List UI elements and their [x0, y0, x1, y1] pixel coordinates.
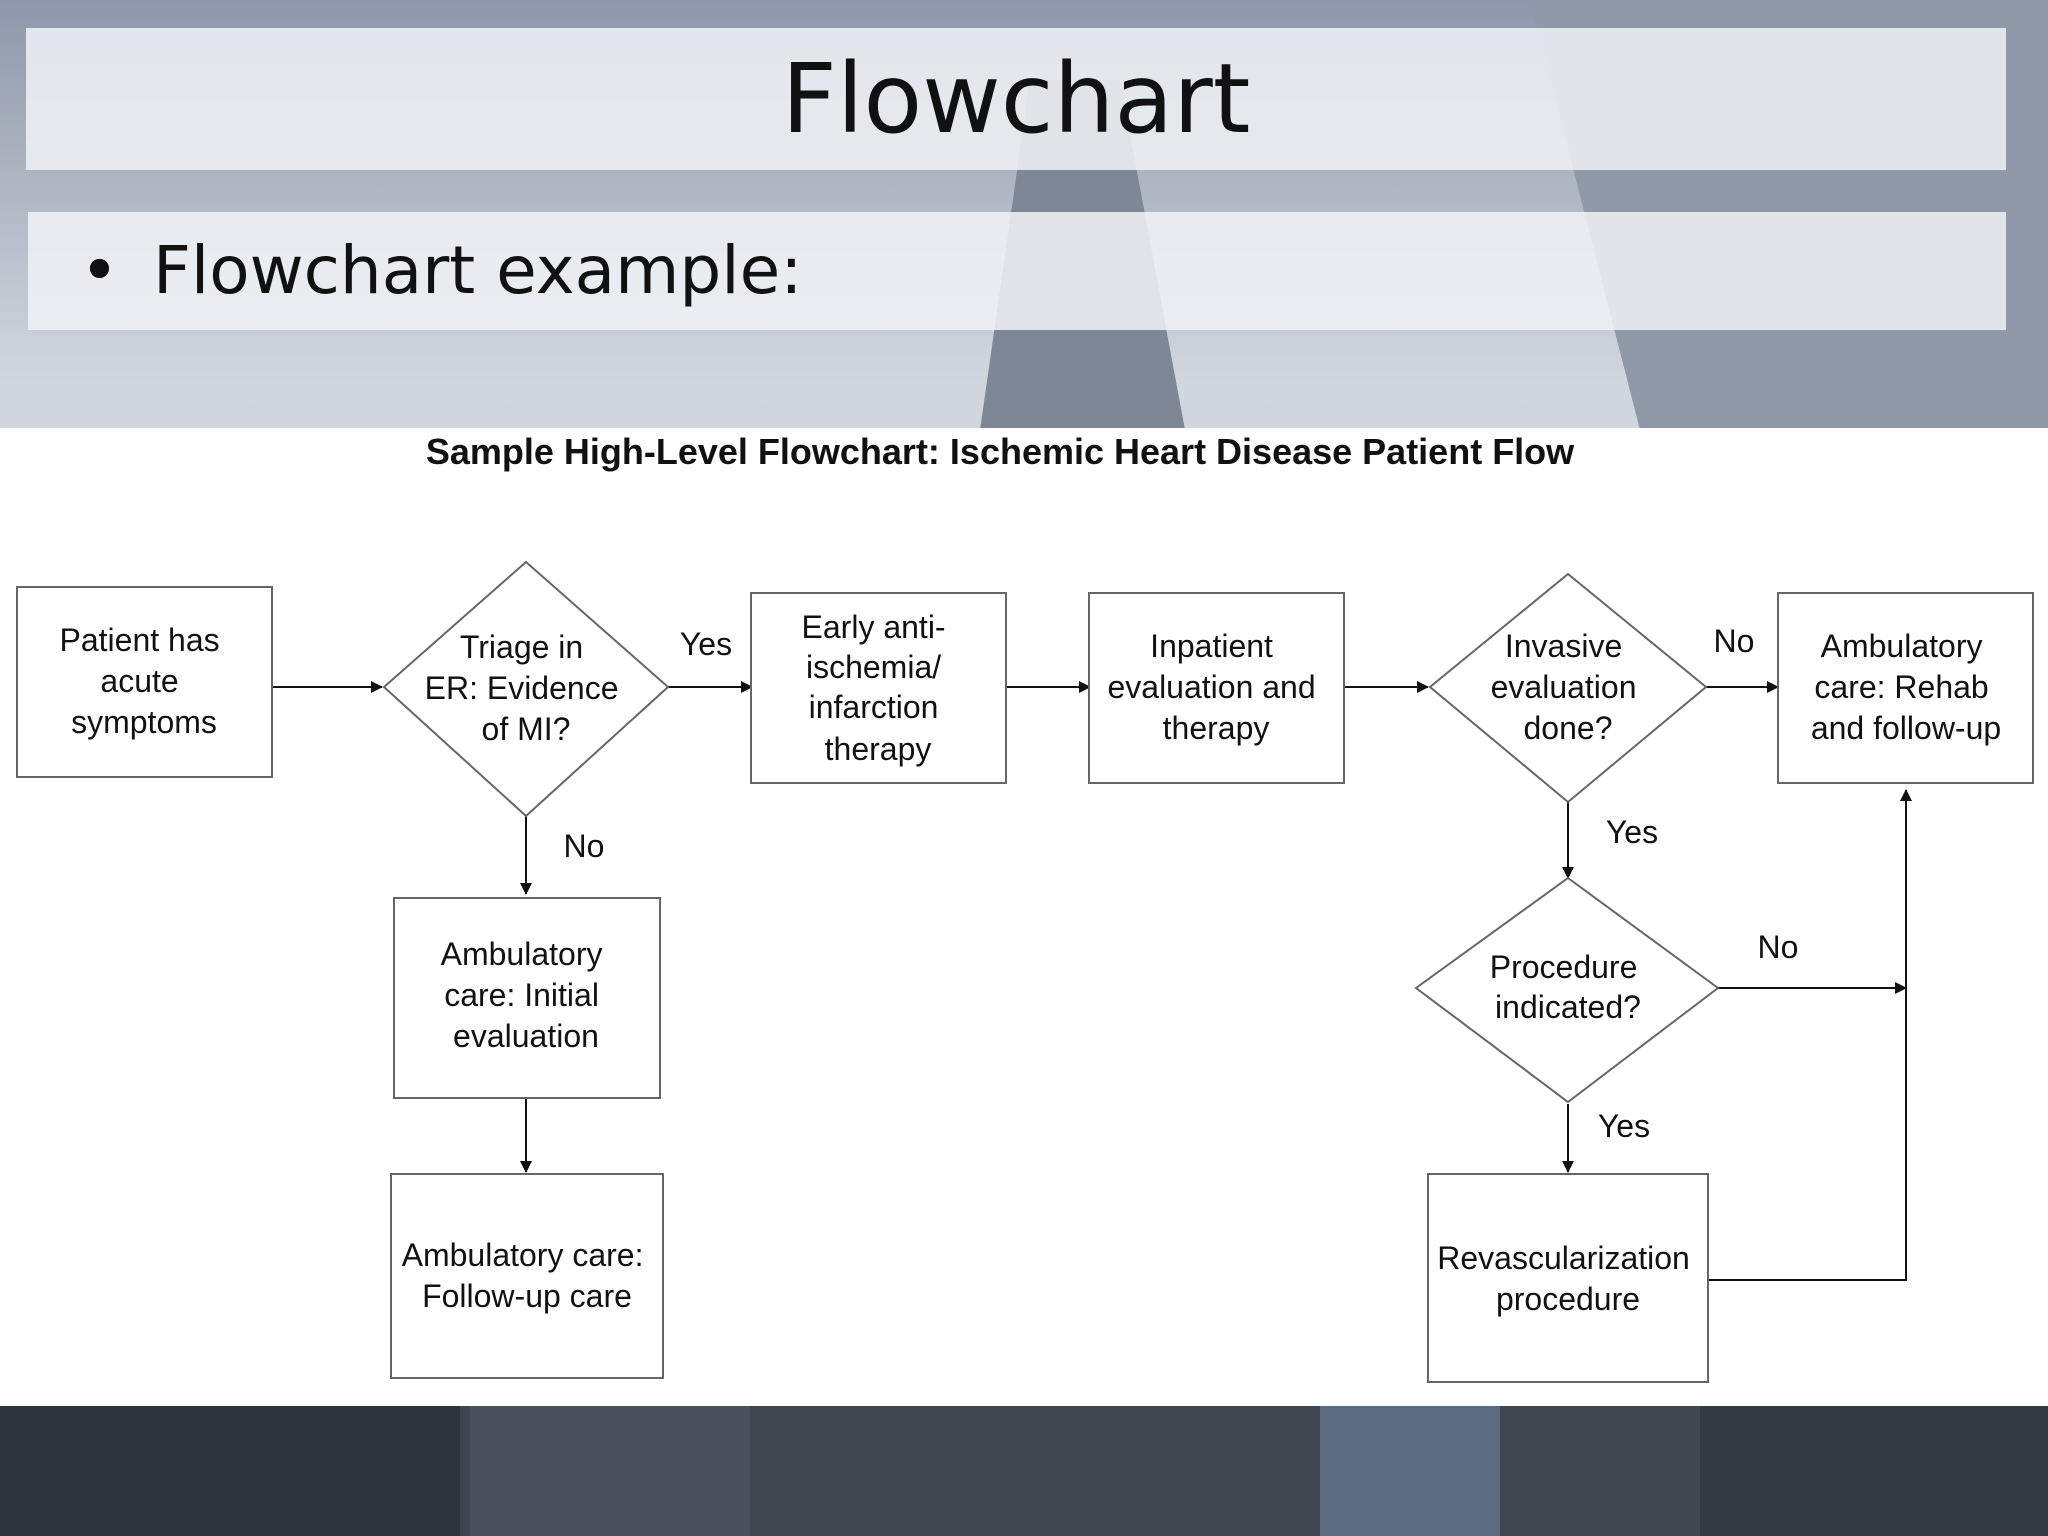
node-label: Ambulatory care: Follow-up care — [402, 1237, 653, 1314]
bullet-dot-icon: • — [80, 232, 119, 309]
edge-revasc-to-rehab — [1708, 789, 1912, 1281]
node-line: Invasive — [1505, 628, 1622, 664]
flowchart-panel: Sample High-Level Flowchart: Ischemic He… — [0, 428, 2048, 1406]
flowchart-diagram: Sample High-Level Flowchart: Ischemic He… — [16, 431, 2034, 1383]
edge-label-procedure-no: No — [1758, 929, 1799, 965]
node-line: Inpatient — [1150, 628, 1273, 664]
node-line: procedure — [1496, 1281, 1640, 1317]
node-label: Early anti- ischemia/ infarction therapy — [802, 609, 955, 767]
node-line: infarction — [809, 689, 939, 725]
edge-label-triage-yes: Yes — [680, 626, 732, 662]
node-inpatient: Inpatient evaluation and therapy — [1088, 592, 1345, 784]
node-line: Revascularization — [1437, 1240, 1690, 1276]
edge-label-triage-no: No — [564, 828, 605, 864]
connectors — [272, 681, 1912, 1281]
node-label: Ambulatory care: Initial evaluation — [441, 936, 612, 1054]
node-line: therapy — [1163, 710, 1270, 746]
decision-diamond — [1428, 572, 1708, 804]
node-line: ER: Evidence — [425, 670, 619, 706]
node-line: acute — [100, 663, 178, 699]
slide-title: Flowchart — [781, 43, 1251, 155]
process-box — [16, 586, 273, 778]
node-line: evaluation and — [1107, 669, 1315, 705]
node-line: and follow-up — [1811, 710, 2001, 746]
node-label: Ambulatory care: Rehab and follow-up — [1811, 628, 2001, 746]
process-box — [1427, 1173, 1709, 1383]
node-line: evaluation — [453, 1018, 599, 1054]
node-line: care: Initial — [444, 977, 599, 1013]
node-label: Triage in ER: Evidence of MI? — [425, 629, 628, 747]
node-revascularization: Revascularization procedure — [1427, 1173, 1709, 1383]
node-line: Ambulatory care: — [402, 1237, 644, 1273]
edge-label-invasive-yes: Yes — [1606, 814, 1658, 850]
process-box — [390, 1173, 664, 1379]
bullet-text: Flowchart example: — [152, 232, 803, 309]
node-ambulatory-rehab: Ambulatory care: Rehab and follow-up — [1777, 592, 2034, 784]
diagram-title: Sample High-Level Flowchart: Ischemic He… — [426, 431, 1575, 472]
node-early-therapy: Early anti- ischemia/ infarction therapy — [750, 592, 1007, 784]
node-line: ischemia/ — [806, 649, 941, 685]
node-triage: Triage in ER: Evidence of MI? — [382, 560, 670, 818]
title-banner: Flowchart — [26, 28, 2006, 170]
node-ambulatory-initial: Ambulatory care: Initial evaluation — [393, 897, 661, 1099]
node-procedure: Procedure indicated? — [1414, 876, 1720, 1104]
node-line: Ambulatory — [441, 936, 603, 972]
node-label: Inpatient evaluation and therapy — [1107, 628, 1324, 746]
process-box — [1777, 592, 2034, 784]
bullet-item: • Flowchart example: — [80, 212, 802, 330]
node-invasive: Invasive evaluation done? — [1428, 572, 1708, 804]
node-label: Patient has acute symptoms — [60, 622, 229, 740]
edge-label-procedure-yes: Yes — [1598, 1108, 1650, 1144]
node-line: Follow-up care — [422, 1278, 632, 1314]
node-label: Revascularization procedure — [1437, 1240, 1698, 1317]
edge-label-invasive-no: No — [1714, 623, 1755, 659]
process-box — [750, 592, 1007, 784]
node-line: evaluation — [1491, 669, 1637, 705]
node-patient: Patient has acute symptoms — [16, 586, 273, 778]
node-label: Invasive evaluation done? — [1491, 628, 1646, 746]
bullet-banner: • Flowchart example: — [28, 212, 2006, 330]
node-line: Early anti- — [802, 609, 946, 645]
node-label: Procedure indicated? — [1490, 949, 1647, 1025]
node-line: Patient has — [60, 622, 220, 658]
node-line: of MI? — [482, 711, 571, 747]
decision-diamond — [1414, 876, 1720, 1104]
node-line: therapy — [825, 731, 932, 767]
process-box — [393, 897, 661, 1099]
process-box — [1088, 592, 1345, 784]
node-line: symptoms — [71, 704, 217, 740]
node-line: Procedure — [1490, 949, 1638, 985]
node-line: Triage in — [460, 629, 583, 665]
node-line: care: Rehab — [1814, 669, 1988, 705]
node-line: indicated? — [1495, 989, 1641, 1025]
node-line: Ambulatory — [1821, 628, 1983, 664]
node-ambulatory-followup: Ambulatory care: Follow-up care — [390, 1173, 664, 1379]
node-line: done? — [1524, 710, 1613, 746]
decision-diamond — [382, 560, 670, 818]
